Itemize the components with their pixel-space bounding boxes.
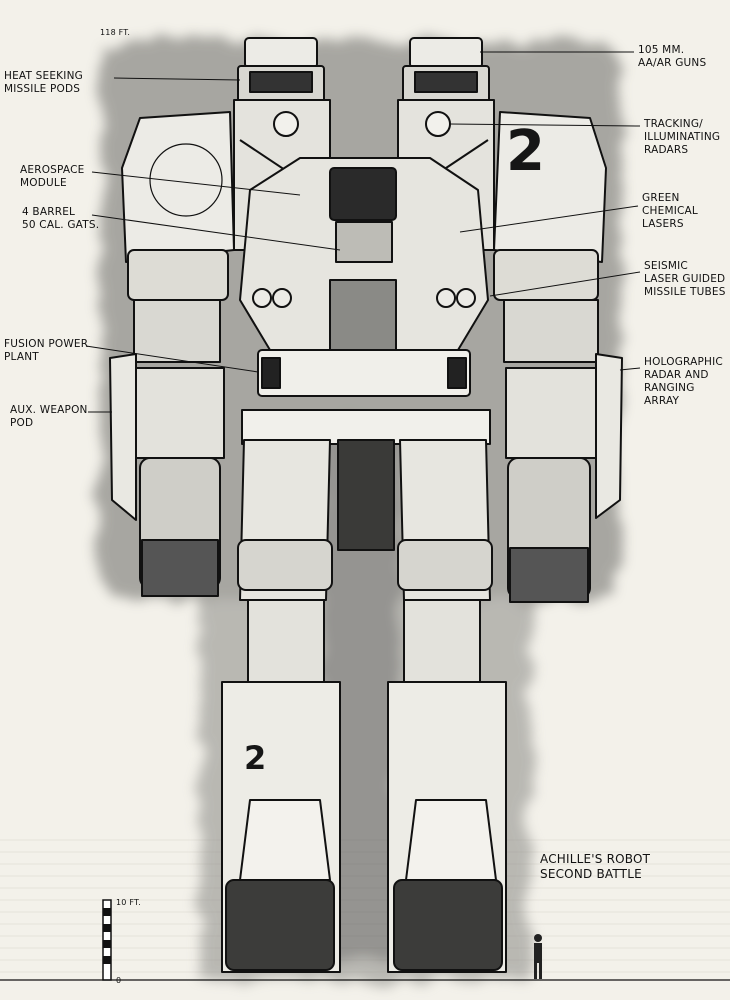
callout-seismic-missile-tubes: SEISMIC LASER GUIDED MISSILE TUBES xyxy=(644,260,726,299)
callout-line: RANGING xyxy=(644,382,695,394)
hips xyxy=(237,409,493,601)
callout-line: TRACKING/ xyxy=(644,118,703,130)
callout-105mm-guns: 105 MM. AA/AR GUNS xyxy=(638,44,706,70)
callout-green-chemical-lasers: GREEN CHEMICAL LASERS xyxy=(642,192,698,231)
right-arm xyxy=(503,299,623,603)
callout-line: AA/AR GUNS xyxy=(638,57,707,69)
scale-bar xyxy=(0,899,730,981)
callout-line: RADARS xyxy=(644,144,689,156)
callout-line: 50 CAL. GATS. xyxy=(22,219,100,231)
leader-lines xyxy=(85,51,641,413)
shoulder-number-2: 2 xyxy=(506,119,546,184)
callout-aerospace-module: AEROSPACE MODULE xyxy=(20,164,84,190)
callout-line: ARRAY xyxy=(644,395,680,407)
callout-line: SEISMIC xyxy=(644,260,688,272)
scale-zero-label: 0 xyxy=(116,976,122,985)
title-line: ACHILLE'S ROBOT xyxy=(540,852,651,866)
callout-line: RADAR AND xyxy=(644,369,709,381)
scale-label: 10 FT. xyxy=(116,898,141,907)
callout-line: MISSILE PODS xyxy=(4,83,81,95)
callout-4-barrel-gats: 4 BARREL 50 CAL. GATS. xyxy=(22,206,99,232)
callout-line: MODULE xyxy=(20,177,67,189)
callout-line: HOLOGRAPHIC xyxy=(644,356,723,368)
callout-line: FUSION POWER xyxy=(4,338,89,350)
callout-line: 4 BARREL xyxy=(22,206,76,218)
callout-line: LASERS xyxy=(642,218,684,230)
callout-line: HEAT SEEKING xyxy=(4,70,83,82)
right-shoulder xyxy=(493,111,607,301)
callout-line: ILLUMINATING xyxy=(644,131,721,143)
callout-line: POD xyxy=(10,417,34,429)
callout-line: 105 MM. xyxy=(638,44,685,56)
callout-line: AEROSPACE xyxy=(20,164,85,176)
callout-line: MISSILE TUBES xyxy=(644,286,726,298)
callout-heat-seeking-missile-pods: HEAT SEEKING MISSILE PODS xyxy=(4,70,83,96)
callout-line: CHEMICAL xyxy=(642,205,698,217)
leg-number-2: 2 xyxy=(244,739,267,777)
left-arm xyxy=(109,299,225,597)
callout-line: LASER GUIDED xyxy=(644,273,726,285)
callout-line: AUX. WEAPON xyxy=(10,404,88,416)
callout-line: PLANT xyxy=(4,351,39,363)
callout-aux-weapon-pod: AUX. WEAPON POD xyxy=(10,404,88,430)
callout-holographic-radar: HOLOGRAPHIC RADAR AND RANGING ARRAY xyxy=(644,356,723,408)
right-leg xyxy=(387,599,507,973)
height-marker: 118 FT. xyxy=(100,28,131,37)
torso xyxy=(239,157,489,397)
callout-tracking-radars: TRACKING/ ILLUMINATING RADARS xyxy=(644,118,720,157)
drawing-title: ACHILLE'S ROBOT SECOND BATTLE xyxy=(540,852,650,882)
left-leg xyxy=(221,599,341,973)
title-line: SECOND BATTLE xyxy=(540,867,642,881)
callout-line: GREEN xyxy=(642,192,680,204)
human-scale-figure xyxy=(534,934,542,979)
callout-fusion-power-plant: FUSION POWER PLANT xyxy=(4,338,88,364)
left-shoulder xyxy=(121,111,235,301)
